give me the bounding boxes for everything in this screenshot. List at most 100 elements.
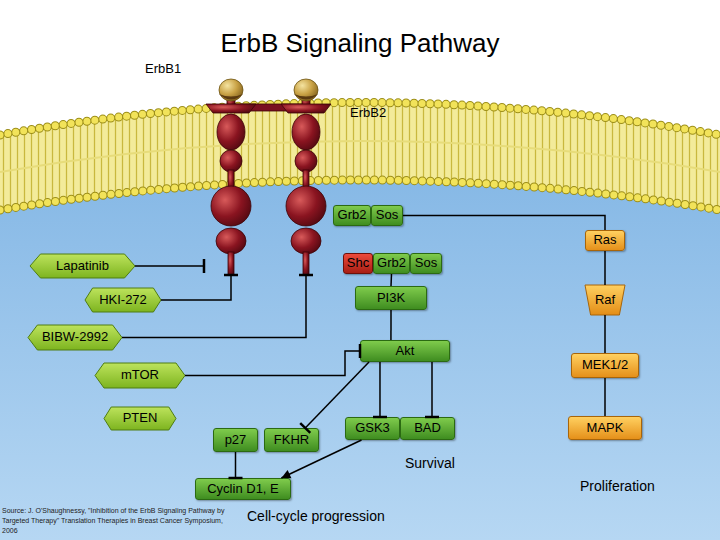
receptor-domain — [217, 114, 245, 150]
source-note: Source: J. O'Shaughnessy, "Inhibition of… — [2, 506, 238, 536]
inhibition-bar — [299, 274, 313, 277]
bilayer-midline — [0, 141, 720, 172]
connector-line — [604, 315, 606, 353]
ligand-head — [294, 79, 318, 101]
receptor-domain — [291, 228, 321, 254]
pathway-connector — [161, 275, 238, 300]
node-label: Grb2 — [338, 208, 367, 222]
inhibition-bar — [359, 344, 362, 358]
connector-line — [281, 440, 361, 478]
adaptor-box: Grb2 — [333, 205, 371, 226]
receptor-shape — [279, 78, 333, 275]
drug-hexagon: Lapatinib — [30, 254, 135, 278]
connector-line — [390, 310, 392, 340]
kinase-box: PI3K — [355, 286, 427, 310]
node-label: FKHR — [274, 433, 309, 447]
pathway-connector — [390, 310, 391, 340]
connector-line — [604, 378, 606, 416]
protein-box: p27 — [213, 428, 258, 452]
node-label: PTEN — [123, 411, 158, 425]
node-label: PI3K — [377, 291, 405, 305]
adaptor-box: Sos — [371, 205, 403, 226]
node-label: GSK3 — [355, 421, 390, 435]
hexagon-shape-outline — [30, 254, 135, 278]
inhibition-bar — [229, 477, 243, 480]
hexagon-shape-outline — [85, 288, 161, 312]
protein-box: GSK3 — [345, 417, 400, 440]
ligand-base — [219, 94, 243, 100]
connector-line — [604, 251, 606, 285]
receptor-shape — [204, 78, 258, 275]
receptor-domain — [206, 104, 256, 113]
inhibition-bar — [203, 259, 206, 273]
arrow-head — [281, 470, 291, 478]
node-label: Sos — [376, 208, 398, 222]
receptor-domain — [216, 228, 246, 254]
connector-line — [235, 452, 237, 478]
node-label: Akt — [396, 344, 415, 358]
connector-line — [161, 275, 231, 300]
receptor-domain — [292, 114, 320, 150]
lipid-tails — [0, 103, 720, 211]
node-label: Sos — [415, 256, 437, 270]
pathway-connector — [229, 452, 243, 478]
node-label: MAPK — [587, 421, 624, 435]
connector-line — [185, 351, 360, 376]
lipid-heads-outline — [0, 103, 720, 136]
receptor-domain — [303, 252, 309, 275]
receptor-domain — [295, 150, 317, 172]
node-label: Raf — [595, 293, 615, 307]
kinase-box: MEK1/2 — [571, 353, 639, 378]
receptor-domain — [228, 252, 234, 275]
drug-hexagon: BIBW-2992 — [28, 325, 122, 350]
kinase-box: Ras — [585, 230, 625, 251]
receptor-domain — [286, 186, 326, 226]
outcome-label: Survival — [405, 455, 455, 471]
inhibition-bar — [300, 423, 310, 433]
pathway-connector — [185, 344, 360, 376]
trapezoid-shape-outline — [585, 285, 625, 315]
pathway-connector — [373, 362, 387, 417]
node-label: BAD — [414, 421, 441, 435]
receptor-domain — [220, 150, 242, 172]
ligand-head — [219, 79, 243, 101]
receptor-domain — [211, 186, 251, 226]
receptor: ErbB1 — [204, 78, 258, 275]
connector-line — [390, 274, 392, 286]
adaptor-box: Shc — [343, 253, 373, 274]
node-label: mTOR — [121, 368, 159, 382]
diagram-title: ErbB Signaling Pathway — [0, 28, 720, 59]
pathway-connector — [605, 251, 606, 285]
pathway-connector — [135, 259, 204, 273]
pathway-connector — [391, 274, 393, 286]
connector-line — [135, 265, 204, 267]
outcome-label: Cell-cycle progression — [247, 508, 385, 524]
node-label: HKI-272 — [99, 293, 147, 307]
protein-box: FKHR — [264, 428, 319, 452]
node-label: Shc — [347, 256, 369, 270]
lipid-heads — [0, 103, 720, 136]
drug-hexagon: HKI-272 — [85, 288, 161, 312]
adaptor-box: Sos — [410, 253, 442, 274]
outcome-label: Proliferation — [580, 478, 655, 494]
inhibition-bar — [425, 416, 439, 419]
pathway-connector — [605, 378, 606, 416]
receptor-domain — [281, 104, 331, 113]
kinase-trapezoid: Raf — [585, 285, 625, 315]
receptor: ErbB2 — [279, 78, 333, 275]
cytoplasm — [0, 160, 720, 540]
adaptor-box: Grb2 — [373, 253, 410, 274]
kinase-box: MAPK — [568, 416, 642, 440]
node-label: Ras — [593, 233, 616, 247]
inhibition-bar — [373, 416, 387, 419]
receptor-label: ErbB1 — [145, 62, 181, 76]
protein-hexagon: PTEN — [104, 407, 176, 430]
connector-line — [431, 362, 433, 417]
inhibition-bar — [224, 274, 238, 277]
node-label: Grb2 — [377, 256, 406, 270]
receptor-label: ErbB2 — [350, 106, 386, 120]
node-label: MEK1/2 — [582, 358, 628, 372]
pathway-connector — [281, 440, 361, 478]
